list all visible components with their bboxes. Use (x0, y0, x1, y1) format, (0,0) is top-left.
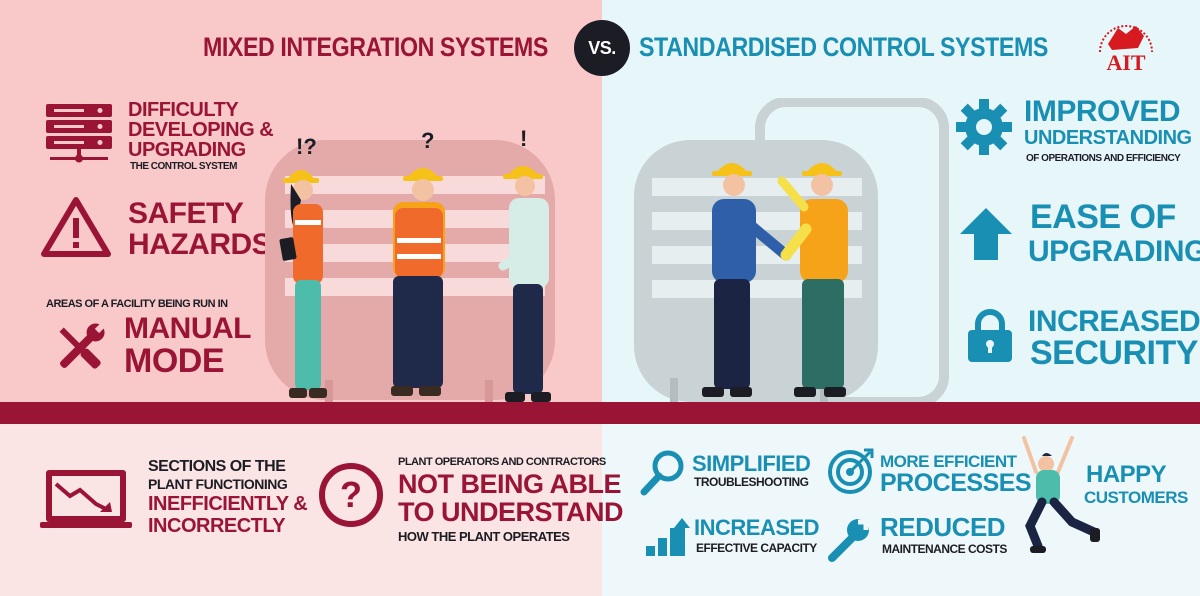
br-3-title: INCREASED (694, 515, 820, 540)
tools-icon (50, 318, 110, 378)
issue-3-pre: AREAS OF A FACILITY BEING RUN IN (46, 298, 228, 310)
bl-1-line-3: INEFFICIENTLY & (148, 493, 308, 515)
issue-3-line-2: MODE (124, 342, 225, 380)
issue-3-line-1: MANUAL (124, 312, 251, 345)
target-icon (826, 446, 876, 496)
bl-1-line-1: SECTIONS OF THE (148, 458, 286, 475)
benefit-2-line-2: UPGRADING (1028, 235, 1200, 268)
jumping-person-icon (1018, 436, 1102, 560)
bl-2-sub: HOW THE PLANT OPERATES (398, 529, 570, 544)
padlock-icon (966, 308, 1014, 364)
benefit-1-line-2: UNDERSTANDING (1024, 127, 1192, 149)
laptop-decline-icon (40, 468, 132, 530)
worker-2-mark: ? (421, 128, 435, 153)
br-4-sub: MAINTENANCE COSTS (882, 542, 1007, 556)
worker-man-handshake-yellow (770, 155, 870, 405)
br-3-sub: EFFECTIVE CAPACITY (696, 541, 817, 555)
issue-1-line-1: DIFFICULTY (128, 99, 239, 121)
benefit-3-line-2: SECURITY (1030, 334, 1198, 372)
worker-man-thinking (385, 158, 455, 406)
br-1-title: SIMPLIFIED (692, 451, 811, 476)
br-2-title2: PROCESSES (880, 469, 1032, 497)
benefit-1-line-1: IMPROVED (1024, 95, 1181, 128)
bl-1-line-2: PLANT FUNCTIONING (148, 476, 288, 492)
bottom-right-background (602, 424, 1200, 596)
warning-icon (40, 196, 112, 258)
bl-2-pre: PLANT OPERATORS AND CONTRACTORS (398, 456, 606, 468)
wrench-icon (826, 516, 872, 562)
issue-2-line-2: HAZARDS (128, 228, 272, 261)
ait-logo: AIT (1090, 14, 1162, 74)
br-2-title: MORE EFFICIENT (880, 452, 1017, 471)
benefit-2-line-1: EASE OF (1030, 198, 1176, 236)
bl-2-line-1: NOT BEING ABLE (398, 469, 622, 499)
question-icon: ? (318, 462, 384, 528)
worker-woman-tablet (275, 160, 345, 405)
issue-2-line-1: SAFETY (128, 197, 244, 230)
worker-man-scratching-head (485, 156, 565, 406)
benefit-1-sub: OF OPERATIONS AND EFFICIENCY (1026, 153, 1181, 164)
issue-1-sub: THE CONTROL SYSTEM (130, 161, 237, 172)
bl-1-line-4: INCORRECTLY (148, 515, 286, 537)
issue-1-line-2: DEVELOPING & (128, 119, 274, 141)
bl-2-line-2: TO UNDERSTAND (398, 497, 624, 527)
br-5-title: HAPPY (1086, 461, 1167, 488)
logo-text: AIT (1106, 50, 1145, 74)
magnifier-icon (640, 448, 688, 496)
worker-3-mark: ! (520, 126, 528, 151)
right-title: STANDARDISED CONTROL SYSTEMS (639, 32, 1048, 62)
arrow-up-icon (958, 206, 1014, 262)
gear-icon (955, 98, 1013, 156)
br-5-title2: CUSTOMERS (1084, 488, 1188, 507)
worker-1-mark: !? (296, 134, 317, 159)
issue-1-line-3: UPGRADING (128, 139, 246, 161)
left-title: MIXED INTEGRATION SYSTEMS (203, 32, 548, 62)
worker-man-handshake-blue (694, 155, 794, 405)
benefit-3-line-1: INCREASED (1028, 305, 1200, 338)
br-1-sub: TROUBLESHOOTING (694, 475, 809, 489)
server-icon (44, 104, 114, 164)
vs-badge: VS. (574, 20, 630, 76)
br-4-title: REDUCED (880, 512, 1006, 542)
bar-chart-icon (644, 518, 690, 558)
svg-text:?: ? (340, 474, 362, 515)
divider-band (0, 402, 1200, 424)
